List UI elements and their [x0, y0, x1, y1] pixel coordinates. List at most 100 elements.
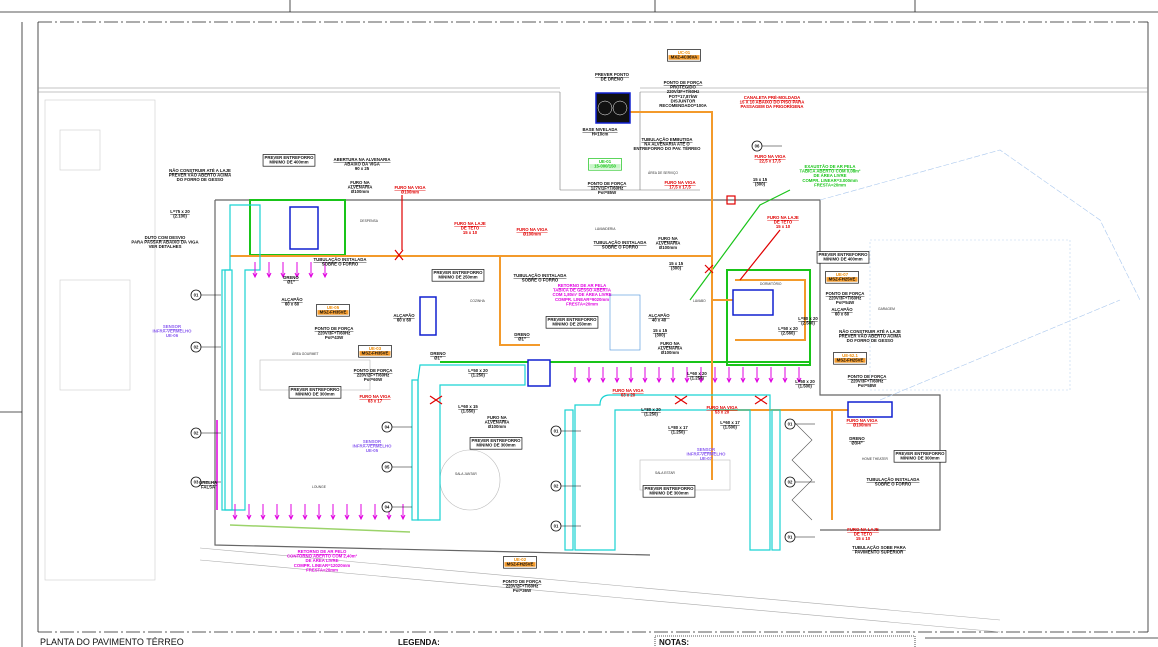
label-line: TABICA DE GESSO ABERTA — [553, 288, 611, 293]
label-line: PREVER ENTREFORRO — [819, 252, 869, 257]
label-line: CANALETA PRÉ-MOLDADA — [744, 95, 801, 100]
label-line: DRENO — [849, 436, 865, 441]
tag-number: 02 — [194, 431, 199, 436]
diffuser-tag: 06 — [751, 140, 782, 152]
return-air-arrows — [232, 262, 802, 521]
label-line: 60 x 60 — [835, 312, 850, 317]
room-cozinha: COZINHA — [470, 299, 486, 303]
label-line: MÍNIMO DE 400mm — [823, 257, 862, 262]
label-line: 40 x 40 — [652, 318, 667, 323]
label-line: NÃO CONSTRUIR ATÉ A LAJE — [839, 329, 901, 334]
label-l80x20: L=80 x 20(1.250) — [641, 407, 661, 417]
return-arrow — [642, 367, 648, 384]
label-line: POT=17,87kW — [669, 94, 698, 99]
label-line: ALVENARIA — [658, 346, 683, 351]
drawing-title: PLANTA DO PAVIMENTO TÉRREO — [40, 637, 184, 647]
label-line: FURO NA VIGA — [754, 154, 785, 159]
label-l60x17: L=60 x 17(1.500) — [720, 420, 740, 430]
label-line: L=60 x 15 — [458, 404, 478, 409]
label-line: PONTO DE FORÇA — [503, 579, 542, 584]
label-line: Ø1" — [287, 280, 295, 285]
label-l50x20-ue52: L=50 x 20(1.500) — [795, 379, 815, 389]
label-line: L=80 x 17 — [668, 425, 688, 430]
label-line: PREVER ENTREFORRO — [548, 317, 598, 322]
label-d15x15-b: 15 x 15(300) — [669, 261, 684, 271]
label-line: PREVER ENTREFORRO — [434, 270, 484, 275]
tag-number: 04 — [385, 505, 390, 510]
label-line: SOBRE O FORRO — [322, 262, 359, 267]
label-line: Ø100mm — [401, 190, 419, 195]
return-arrow — [288, 504, 294, 521]
label-line: Ø100mm — [351, 189, 369, 194]
label-line: MÍNIMO DE 300mm — [295, 392, 334, 397]
label-line: L=75 x 20 — [170, 209, 190, 214]
label-line: PONTO DE FORÇA — [315, 326, 354, 331]
label-line: FURO NA VIGA — [516, 227, 547, 232]
return-arrow — [322, 262, 328, 279]
label-line: ALVENARIA — [348, 185, 373, 190]
supply-ducts — [221, 204, 781, 551]
return-arrow — [280, 262, 286, 279]
label-line: DRENO — [283, 275, 299, 280]
label-line: 220V/2F+T/60Hz — [357, 373, 390, 378]
label-line: MSZ-FH35VE — [362, 351, 389, 356]
label-line: PONTO DE FORÇA — [826, 291, 865, 296]
return-arrow — [656, 367, 662, 384]
tag-number: 01 — [554, 429, 559, 434]
label-line: (1.250) — [644, 412, 658, 417]
label-line: L=80 x 20 — [798, 316, 818, 321]
label-line: PREVER ENTREFORRO — [291, 387, 341, 392]
label-line: Ø100mm — [523, 232, 541, 237]
label-line: SENSOR — [363, 439, 382, 444]
label-line: L=50 x 20 — [795, 379, 815, 384]
label-line: BASE NIVELADA — [582, 127, 617, 132]
label-line: 15-000/150 — [594, 164, 616, 169]
label-line: MSZ-FH25VE — [829, 277, 856, 282]
label-line: PARA PASSAR ABAIXO DA VIGA — [131, 240, 198, 245]
return-arrow — [252, 262, 258, 279]
return-arrow — [330, 504, 336, 521]
label-line: 63 x 17 — [368, 399, 383, 404]
label-line: INFRA-VERMELHO — [687, 452, 727, 457]
label-line: Pot=36W — [513, 588, 532, 593]
label-line: RETORNO DE AR PELA — [558, 283, 606, 288]
label-line: Pot=43W — [325, 335, 344, 340]
label-line: Pot=58W — [858, 383, 877, 388]
label-line: FURO NA VIGA — [612, 388, 643, 393]
label-line: (1.250) — [690, 376, 704, 381]
return-arrow — [586, 367, 592, 384]
label-line: (1.250) — [471, 373, 485, 378]
label-l80x20-r: L=80 x 20(2.560) — [798, 316, 818, 326]
return-arrow — [796, 367, 802, 384]
label-line: ALVENARIA — [485, 420, 510, 425]
label-line: ALÇAPÃO — [393, 313, 415, 318]
label-line: CONTORNO ABERTO COM 2,40m² — [287, 554, 358, 559]
label-line: FURO NA VIGA — [664, 180, 695, 185]
evaporator-ue06 — [289, 206, 319, 250]
return-arrow — [358, 504, 364, 521]
room-lavanderia: LAVANDERIA — [595, 227, 616, 231]
return-arrow — [294, 262, 300, 279]
tag-number: 04 — [385, 425, 390, 430]
label-line: COMPR. LINEAR=9020mm — [555, 297, 609, 302]
label-line: MÍNIMO DE 300mm — [649, 491, 688, 496]
